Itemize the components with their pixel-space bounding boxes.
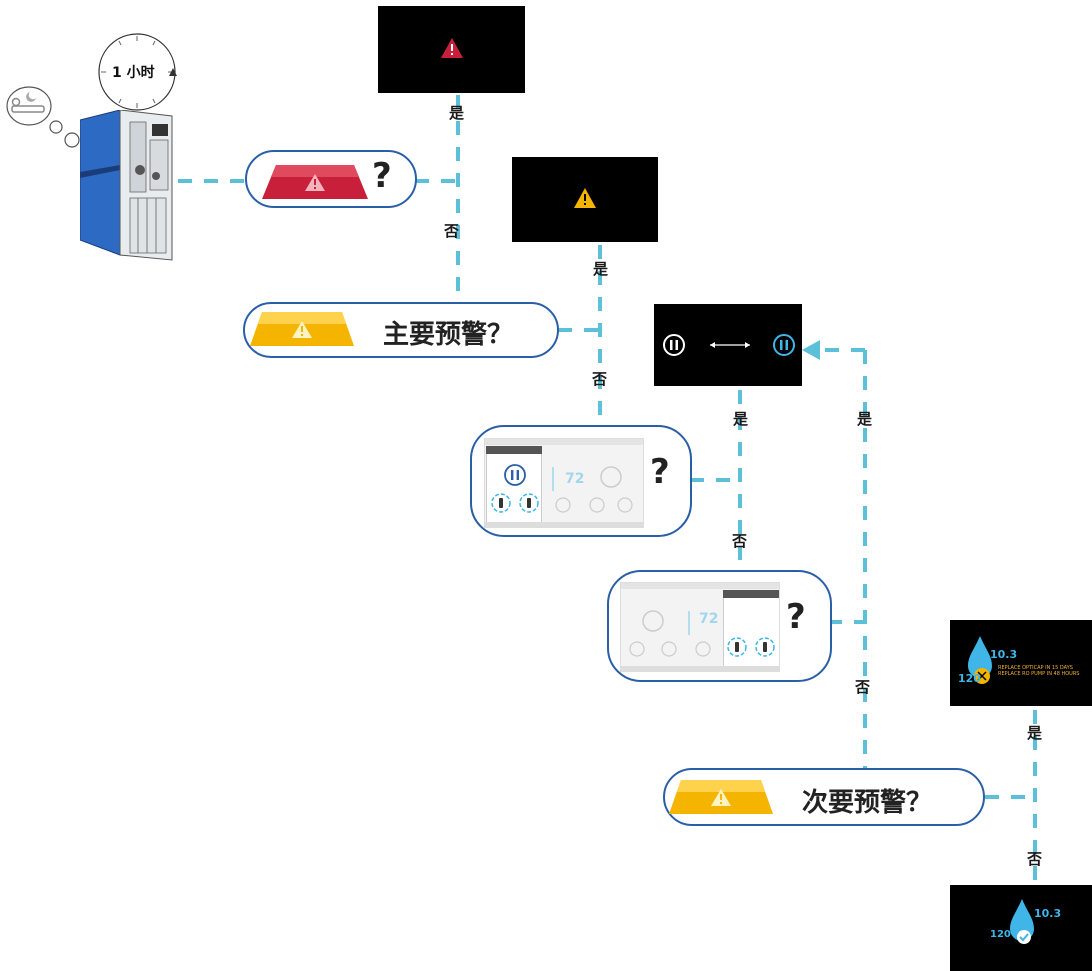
major-question-text: 主要预警？ <box>383 320 514 350</box>
pump1-active-icon <box>491 464 539 513</box>
pump1-question-mark: ? <box>650 452 670 492</box>
clock-label: 1 小时 <box>112 65 155 81</box>
yes-label-minor: 是 <box>1027 724 1043 742</box>
no-label-major: 否 <box>592 370 608 388</box>
water-drop-ok-icon <box>1010 899 1034 944</box>
pump1-thumb-value: 72 <box>565 471 585 487</box>
pump1-screen-thumbnail: 72 <box>484 438 644 528</box>
pause-toggle-screen <box>654 304 802 386</box>
clock-icon <box>98 33 177 111</box>
major-alarm-screen <box>512 157 658 242</box>
pump1-inactive-icons <box>552 466 633 513</box>
water-drop-warning-icon <box>968 636 992 684</box>
critical-alert-icon <box>262 165 368 199</box>
minor-screen-count: 120 <box>958 672 981 685</box>
critical-question-mark: ? <box>372 156 392 196</box>
pause-toggle-icon <box>663 334 795 356</box>
minor-question-text: 次要预警？ <box>802 788 933 818</box>
no-label-critical: 否 <box>444 222 460 240</box>
pump2-question-mark: ? <box>786 597 806 637</box>
yes-label-pump2: 是 <box>857 410 873 428</box>
ok-screen-count: 120 <box>990 929 1011 940</box>
critical-alarm-screen <box>378 6 525 93</box>
purification-system-icon <box>80 110 173 261</box>
yes-label-major: 是 <box>593 260 609 278</box>
pump2-screen-thumbnail: 72 <box>620 582 780 672</box>
normal-status-screen: 10.3 120 <box>950 885 1092 971</box>
sleep-thought-icon <box>6 86 80 148</box>
no-label-minor: 否 <box>1027 850 1043 868</box>
pump2-inactive-icons <box>629 610 711 657</box>
yes-label-pump1: 是 <box>733 410 749 428</box>
minor-alert-screen: 10.3 120 REPLACE OPTICAP IN 15 DAYS REPL… <box>950 620 1092 706</box>
minor-screen-line2: REPLACE RO PUMP IN 48 HOURS <box>998 671 1080 677</box>
major-alert-icon <box>250 312 354 346</box>
ok-screen-value: 10.3 <box>1034 907 1062 920</box>
critical-warning-icon <box>441 38 463 58</box>
no-label-pump2: 否 <box>855 678 871 696</box>
pump2-active-icon <box>727 637 775 657</box>
arrow-head-icon <box>802 340 820 360</box>
minor-screen-value: 10.3 <box>990 648 1018 661</box>
minor-screen-line1: REPLACE OPTICAP IN 15 DAYS <box>998 665 1073 671</box>
no-label-pump1: 否 <box>732 532 748 550</box>
yes-label-critical: 是 <box>449 104 465 122</box>
minor-alert-icon <box>669 780 773 814</box>
major-warning-icon <box>574 188 596 208</box>
pump2-thumb-value: 72 <box>699 611 719 627</box>
